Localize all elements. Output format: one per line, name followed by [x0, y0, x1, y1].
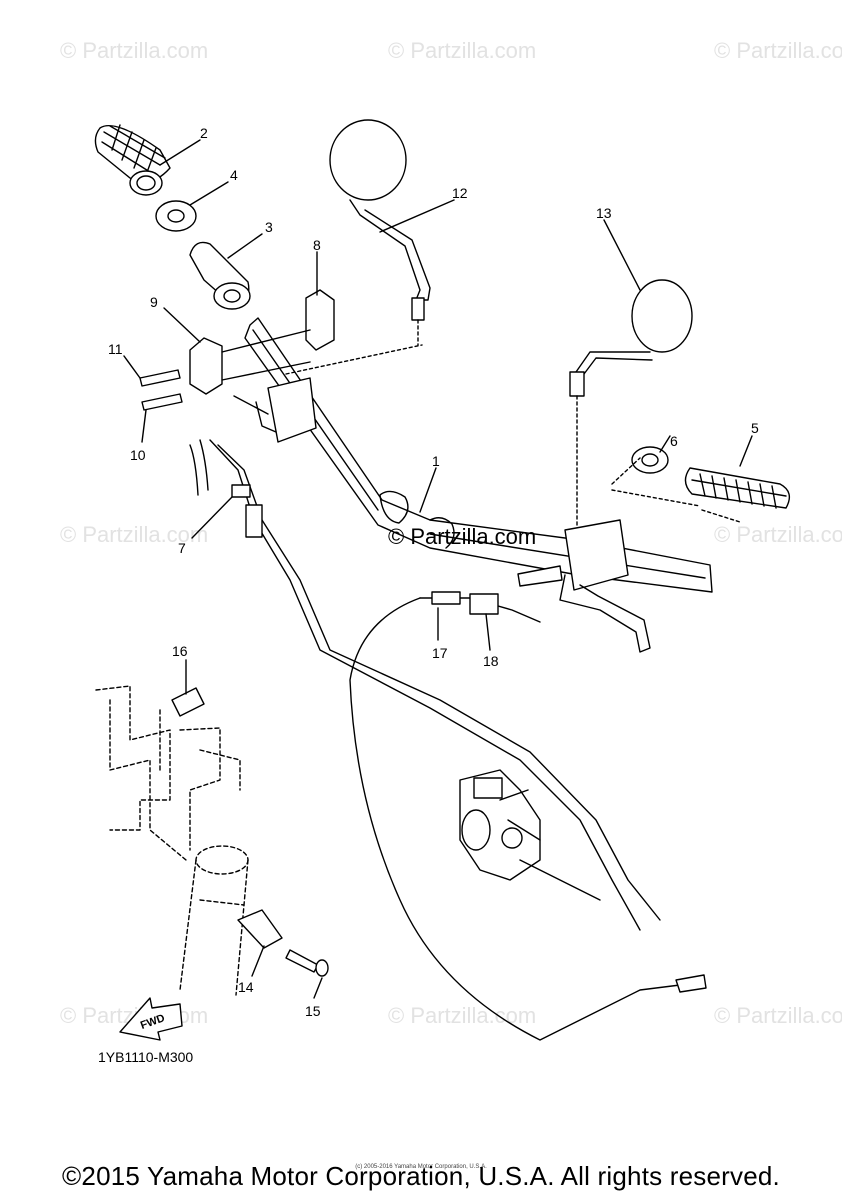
callout-14: 14: [238, 979, 254, 995]
callout-6: 6: [670, 433, 678, 449]
callout-12: 12: [452, 185, 468, 201]
callout-3: 3: [265, 219, 273, 235]
watermark: © Partzilla.com: [388, 38, 537, 63]
callout-11: 11: [108, 341, 123, 357]
callout-1: 1: [432, 453, 440, 469]
callout-4: 4: [230, 167, 238, 183]
callout-18: 18: [483, 653, 499, 669]
left-mirror: [329, 119, 431, 346]
callout-15: 15: [305, 1003, 321, 1019]
right-grip: [611, 446, 791, 523]
right-mirror: [569, 279, 693, 526]
bolt-15: [285, 949, 329, 977]
throttle-cables: [189, 439, 661, 931]
watermark: © Partzilla.com: [714, 38, 842, 63]
watermark: © Partzilla.com: [60, 522, 209, 547]
callout-17: 17: [432, 645, 448, 661]
callout-2: 2: [200, 125, 208, 141]
screws: [139, 369, 183, 411]
watermark: © Partzilla.com: [714, 1003, 842, 1028]
leader-lines: [123, 139, 753, 999]
grip-washer: [155, 200, 197, 232]
throttle-holder: [189, 289, 335, 395]
watermark: © Partzilla.com: [60, 38, 209, 63]
callout-7: 7: [178, 540, 186, 556]
center-watermark: © Partzilla.com: [388, 524, 537, 549]
clutch-cable: [349, 591, 707, 1041]
callout-16: 16: [172, 643, 188, 659]
throttle-body: [459, 769, 601, 901]
callout-9: 9: [150, 294, 158, 310]
throttle-tube: [189, 241, 251, 310]
front-fork: [179, 845, 249, 996]
left-grip: [94, 124, 171, 196]
callout-8: 8: [313, 237, 321, 253]
cable-clamp-16: [171, 687, 205, 717]
clutch-lever: [517, 519, 651, 653]
handlebar-clamp: [233, 344, 423, 443]
frame: [95, 685, 241, 861]
callout-10: 10: [130, 447, 146, 463]
diagram-code: 1YB1110-M300: [98, 1049, 194, 1065]
fine-print: (c) 2005-2016 Yamaha Motor Corporation, …: [355, 1164, 487, 1170]
cable-guide-14: [237, 909, 283, 949]
callout-13: 13: [596, 205, 612, 221]
callout-5: 5: [751, 420, 759, 436]
copyright-notice: ©2015 Yamaha Motor Corporation, U.S.A. A…: [62, 1161, 780, 1191]
fwd-arrow: [119, 997, 183, 1041]
watermark: © Partzilla.com: [714, 522, 842, 547]
